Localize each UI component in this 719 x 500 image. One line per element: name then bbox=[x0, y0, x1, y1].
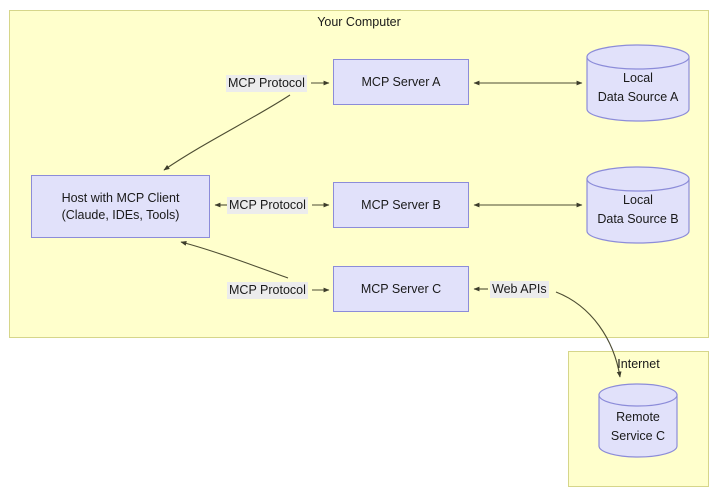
container-your-computer-title: Your Computer bbox=[317, 15, 401, 29]
edge-label-mcp-protocol-c: MCP Protocol bbox=[227, 282, 308, 299]
container-internet-title: Internet bbox=[617, 357, 660, 371]
node-mcp-server-c[interactable]: MCP Server C bbox=[333, 266, 469, 312]
edge-label-web-apis: Web APIs bbox=[490, 281, 549, 298]
node-host-line-1: Host with MCP Client bbox=[61, 190, 180, 205]
node-host-with-mcp-client[interactable]: Host with MCP Client (Claude, IDEs, Tool… bbox=[31, 175, 210, 238]
cylinder-shape bbox=[586, 166, 690, 244]
edge-label-mcp-protocol-a: MCP Protocol bbox=[226, 75, 307, 92]
node-mcp-server-b-label: MCP Server B bbox=[361, 197, 441, 212]
edge-label-mcp-protocol-b: MCP Protocol bbox=[227, 197, 308, 214]
cylinder-shape bbox=[586, 44, 690, 122]
node-mcp-server-b[interactable]: MCP Server B bbox=[333, 182, 469, 228]
node-host-line-2: (Claude, IDEs, Tools) bbox=[61, 207, 180, 222]
node-local-data-source-a[interactable]: Local Data Source A bbox=[586, 44, 690, 122]
node-mcp-server-a[interactable]: MCP Server A bbox=[333, 59, 469, 105]
node-local-data-source-b[interactable]: Local Data Source B bbox=[586, 166, 690, 244]
node-mcp-server-a-label: MCP Server A bbox=[361, 74, 441, 89]
node-remote-service-c[interactable]: Remote Service C bbox=[598, 383, 678, 458]
node-mcp-server-c-label: MCP Server C bbox=[360, 281, 442, 296]
cylinder-shape bbox=[598, 383, 678, 458]
